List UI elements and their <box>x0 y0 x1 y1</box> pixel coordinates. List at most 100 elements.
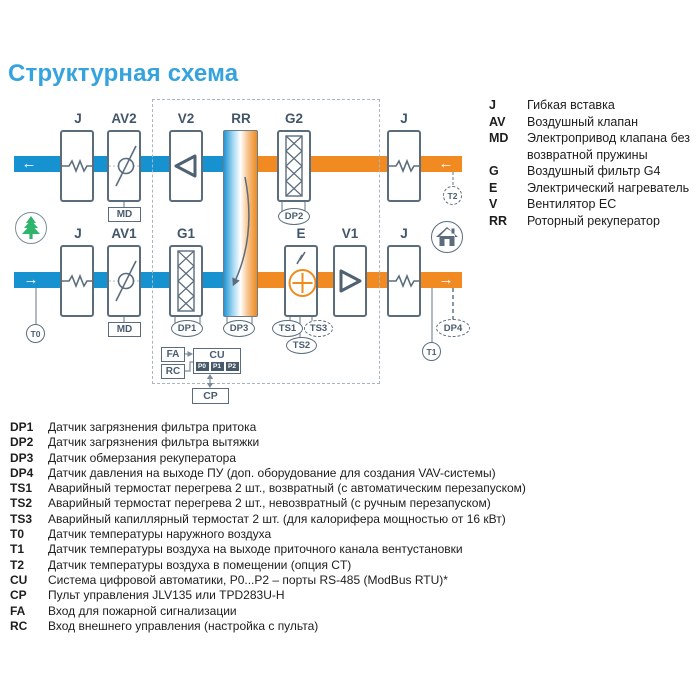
flex-insert-icon <box>62 159 92 173</box>
legend-code: CU <box>10 572 28 587</box>
legend-desc: Роторный рекуператор <box>527 213 660 228</box>
legend-desc: Датчик температуры воздуха на выходе при… <box>48 542 463 557</box>
legend-row: T2 Датчик температуры воздуха в помещении… <box>10 558 690 573</box>
flex-insert-box <box>60 245 94 317</box>
label-e: E <box>296 226 306 241</box>
legend-code: RR <box>489 213 508 228</box>
electric-heater-box <box>284 245 318 317</box>
label-v1: V1 <box>341 226 359 241</box>
air-damper-av2-box <box>107 130 141 202</box>
legend-code: DP1 <box>10 420 34 434</box>
sensor-dp1: DP1 <box>171 320 203 337</box>
filter-icon <box>177 250 195 312</box>
legend-code: AV <box>489 114 506 129</box>
port-p1: P1 <box>210 362 224 371</box>
page-title: Структурная схема <box>8 60 239 87</box>
legend-row: CP Пульт управления JLV135 или TPD283U-H <box>10 588 690 603</box>
sensor-dp3: DP3 <box>223 320 255 337</box>
label-j-top-right: J <box>400 111 408 126</box>
house-icon <box>436 227 458 246</box>
filter-icon <box>285 135 303 197</box>
legend-desc: Воздушный фильтр G4 <box>527 164 661 178</box>
legend-desc: Аварийный термостат перегрева 2 шт., воз… <box>48 481 526 496</box>
heater-icon <box>288 251 316 297</box>
legend-code: V <box>489 197 498 211</box>
legend-code: T0 <box>10 527 25 542</box>
label-v2: V2 <box>177 111 195 126</box>
fire-alarm-input: FA <box>161 347 185 362</box>
sensor-t1: T1 <box>422 342 441 361</box>
label-av1: AV1 <box>111 226 137 241</box>
legend-code: DP3 <box>10 450 34 465</box>
legend-code: TS3 <box>10 511 33 526</box>
legend-desc: Вход внешнего управления (настройка с пу… <box>48 618 319 633</box>
legend-desc: Датчик обмерзания рекуператора <box>48 450 237 465</box>
legend-desc: Электрический нагреватель <box>527 180 690 195</box>
legend-row: DP4 Датчик давления на выходе ПУ (доп. об… <box>10 466 690 481</box>
filter-g1-box <box>169 245 203 317</box>
legend-row: DP3 Датчик обмерзания рекуператора <box>10 451 690 466</box>
sensor-t2: T2 <box>443 186 462 205</box>
legend-row: G Воздушный фильтр G4 <box>489 163 699 180</box>
label-rr: RR <box>231 111 251 126</box>
port-p2: P2 <box>225 362 239 371</box>
md-actuator-av2: MD <box>108 207 141 222</box>
fan-v2-box <box>169 130 203 202</box>
flex-insert-icon <box>389 274 419 288</box>
legend-desc: Вентилятор EC <box>527 197 617 211</box>
flex-insert-box <box>387 245 421 317</box>
flow-right-arrow-icon: → <box>438 271 454 288</box>
legend-row: TS3 Аварийный капиллярный термостат 2 шт.… <box>10 512 690 527</box>
legend-desc: Гибкая вставка <box>527 98 615 112</box>
label-j-bottom-right: J <box>400 226 408 241</box>
legend-desc: Аварийный термостат перегрева 2 шт., нев… <box>48 496 491 511</box>
legend-desc: Датчик температуры воздуха в помещении (… <box>48 557 352 572</box>
label-g1: G1 <box>176 226 195 241</box>
flex-insert-icon <box>62 274 92 288</box>
outdoor-air-marker <box>15 212 47 244</box>
legend-row: RR Роторный рекуператор <box>489 213 699 230</box>
unit-enclosure-outline <box>152 99 380 384</box>
control-unit-ports: P0 P1 P2 <box>195 362 239 371</box>
legend-row: V Вентилятор EC <box>489 196 699 213</box>
sensor-ts2: TS2 <box>286 337 317 354</box>
legend-code: TS1 <box>10 481 33 496</box>
remote-control-input: RC <box>161 364 185 379</box>
sensor-t0: T0 <box>26 324 45 343</box>
sensor-dp4: DP4 <box>436 319 470 337</box>
damper-icon <box>109 145 139 187</box>
label-av2: AV2 <box>111 111 137 126</box>
legend-desc: Пульт управления JLV135 или TPD283U-H <box>48 588 285 603</box>
label-j-bottom-left: J <box>74 226 82 241</box>
port-p0: P0 <box>195 362 209 371</box>
flex-insert-box <box>60 130 94 202</box>
label-g2: G2 <box>284 111 303 126</box>
legend-desc: Вход для пожарной сигнализации <box>48 603 237 618</box>
flex-insert-icon <box>389 159 419 173</box>
indoor-air-marker <box>431 221 463 253</box>
legend-code: G <box>489 164 499 178</box>
legend-desc: Датчик давления на выходе ПУ (доп. обору… <box>48 465 496 480</box>
legend-code: CP <box>10 588 27 603</box>
fan-right-icon <box>339 269 362 293</box>
sensor-ts3: TS3 <box>304 320 333 337</box>
tree-icon <box>22 216 40 239</box>
legend-code: DP4 <box>10 465 34 480</box>
legend-code: T2 <box>10 557 25 572</box>
legend-desc: Аварийный капиллярный термостат 2 шт. (д… <box>48 511 506 526</box>
control-unit: CU P0 P1 P2 <box>193 348 241 374</box>
legend-code: MD <box>489 131 509 145</box>
sensor-dp2: DP2 <box>278 208 310 225</box>
